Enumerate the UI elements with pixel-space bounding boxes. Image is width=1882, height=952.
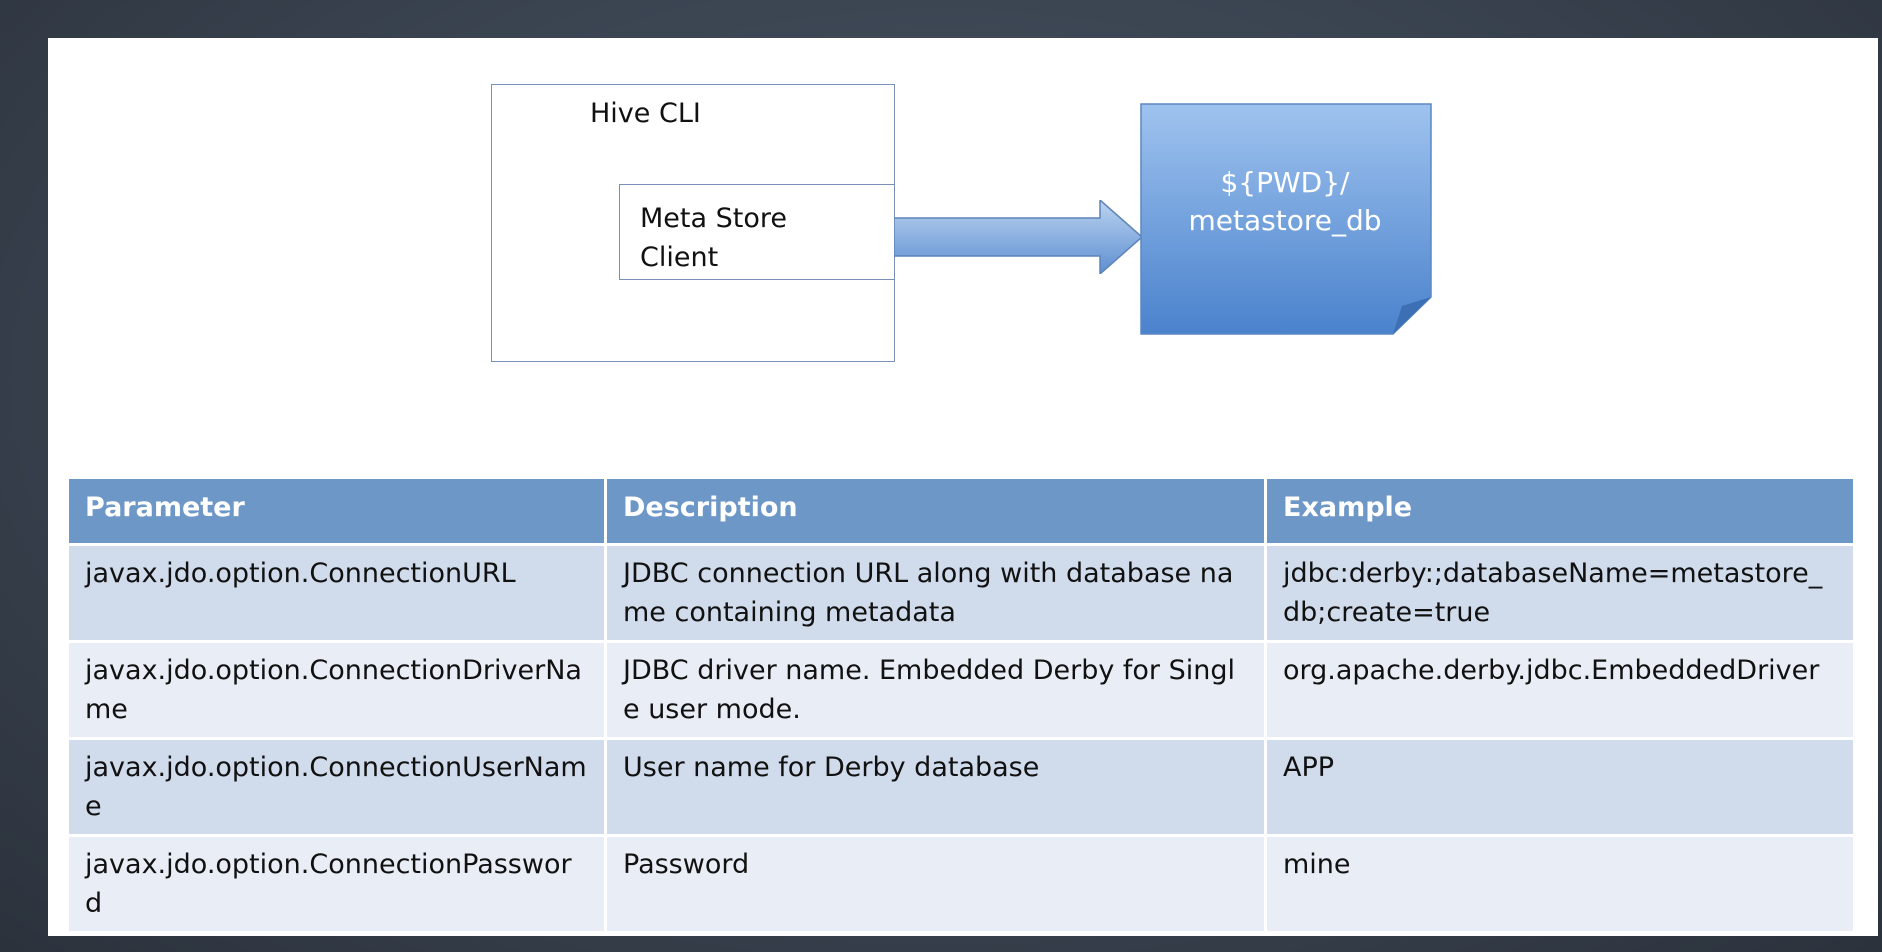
cell-description: Password xyxy=(604,834,1267,934)
cell-example: mine xyxy=(1264,834,1856,934)
metastore-client-label-line2: Client xyxy=(640,242,719,273)
metastore-db-label-line1: ${PWD}/ xyxy=(1220,166,1350,199)
hive-cli-title: Hive CLI xyxy=(590,98,701,129)
cell-description: JDBC connection URL along with database … xyxy=(604,543,1267,643)
metastore-client-box: Meta Store Client xyxy=(619,184,895,280)
header-example: Example xyxy=(1264,476,1856,546)
metastore-db-note-icon xyxy=(1140,103,1432,335)
cell-parameter: javax.jdo.option.ConnectionURL xyxy=(66,543,607,643)
cell-example: APP xyxy=(1264,737,1856,837)
cell-example: jdbc:derby:;databaseName=metastore_db;cr… xyxy=(1264,543,1856,643)
table-row: javax.jdo.option.ConnectionURL JDBC conn… xyxy=(66,543,1856,643)
cell-parameter: javax.jdo.option.ConnectionDriverName xyxy=(66,640,607,740)
cell-example: org.apache.derby.jdbc.EmbeddedDriver xyxy=(1264,640,1856,740)
table-row: javax.jdo.option.ConnectionDriverName JD… xyxy=(66,640,1856,740)
metastore-client-label-line1: Meta Store xyxy=(640,203,787,234)
header-description: Description xyxy=(604,476,1267,546)
table-header-row: Parameter Description Example xyxy=(66,476,1856,546)
table-row: javax.jdo.option.ConnectionUserName User… xyxy=(66,737,1856,837)
slide-panel: Hive CLI Meta Store Client ${PWD}/ metas… xyxy=(48,38,1878,936)
cell-description: JDBC driver name. Embedded Derby for Sin… xyxy=(604,640,1267,740)
cell-description: User name for Derby database xyxy=(604,737,1267,837)
metastore-db-label-line2: metastore_db xyxy=(1188,204,1382,237)
cell-parameter: javax.jdo.option.ConnectionPassword xyxy=(66,834,607,934)
metastore-db-label: ${PWD}/ metastore_db xyxy=(1140,164,1430,240)
cell-parameter: javax.jdo.option.ConnectionUserName xyxy=(66,737,607,837)
metastore-config-table: Parameter Description Example javax.jdo.… xyxy=(66,476,1856,934)
connection-arrow xyxy=(894,200,1144,274)
header-parameter: Parameter xyxy=(66,476,607,546)
table-row: javax.jdo.option.ConnectionPassword Pass… xyxy=(66,834,1856,934)
